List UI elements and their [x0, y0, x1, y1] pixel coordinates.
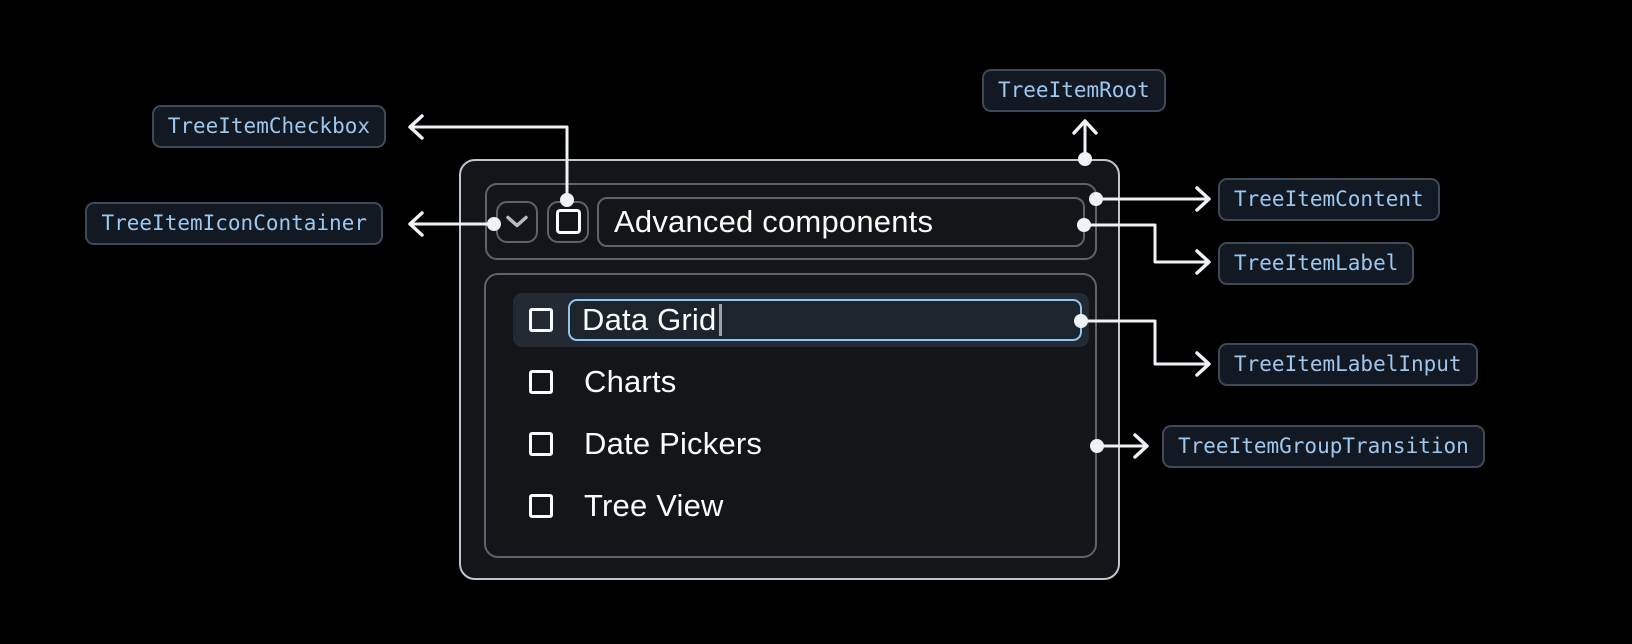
arrow-right-icon: [1195, 351, 1211, 377]
label-input-value: Data Grid: [582, 302, 717, 337]
arrow-up-icon: [1072, 119, 1098, 135]
tree-item-label-text: Tree View: [584, 488, 724, 523]
anatomy-badge-tree-item-group-transition: TreeItemGroupTransition: [1162, 425, 1485, 468]
text-caret: [719, 304, 723, 336]
chevron-down-icon: [506, 215, 528, 227]
anatomy-badge-tree-item-root: TreeItemRoot: [982, 69, 1166, 112]
tree-item-label-input[interactable]: Data Grid: [568, 299, 1082, 341]
anatomy-badge-tree-item-label-input: TreeItemLabelInput: [1218, 343, 1478, 386]
checkbox-unchecked-icon[interactable]: [529, 370, 553, 394]
arrow-left-icon: [408, 211, 424, 237]
arrow-right-icon: [1133, 433, 1149, 459]
tree-item-icon-container[interactable]: [496, 200, 538, 243]
anatomy-badge-tree-item-label: TreeItemLabel: [1218, 242, 1415, 285]
tree-item-label-text: Charts: [584, 364, 677, 399]
tree-item-checkbox[interactable]: [547, 200, 589, 243]
tree-item-row-editing[interactable]: Data Grid: [513, 293, 1089, 347]
tree-item-label-text: Date Pickers: [584, 426, 763, 461]
tree-item-row[interactable]: Charts: [513, 355, 1089, 409]
tree-item-root: Advanced components Data Grid Charts Dat…: [459, 159, 1120, 580]
tree-item-row[interactable]: Date Pickers: [513, 417, 1089, 471]
checkbox-unchecked-icon[interactable]: [529, 432, 553, 456]
checkbox-unchecked-icon[interactable]: [529, 308, 553, 332]
checkbox-unchecked-icon[interactable]: [529, 494, 553, 518]
arrow-left-icon: [408, 114, 424, 140]
tree-item-row[interactable]: Tree View: [513, 479, 1089, 533]
anatomy-badge-tree-item-icon-container: TreeItemIconContainer: [85, 202, 383, 245]
anatomy-badge-tree-item-checkbox: TreeItemCheckbox: [151, 105, 386, 148]
tree-item-label: Advanced components: [597, 196, 1085, 247]
tree-item-label-text: Advanced components: [614, 203, 934, 239]
tree-item-group-transition: Data Grid Charts Date Pickers Tree View: [484, 273, 1097, 558]
checkbox-unchecked-icon: [555, 209, 581, 234]
anatomy-badge-tree-item-content: TreeItemContent: [1218, 178, 1440, 221]
tree-item-content[interactable]: Advanced components: [485, 183, 1097, 260]
arrow-right-icon: [1195, 249, 1211, 275]
arrow-right-icon: [1195, 186, 1211, 212]
